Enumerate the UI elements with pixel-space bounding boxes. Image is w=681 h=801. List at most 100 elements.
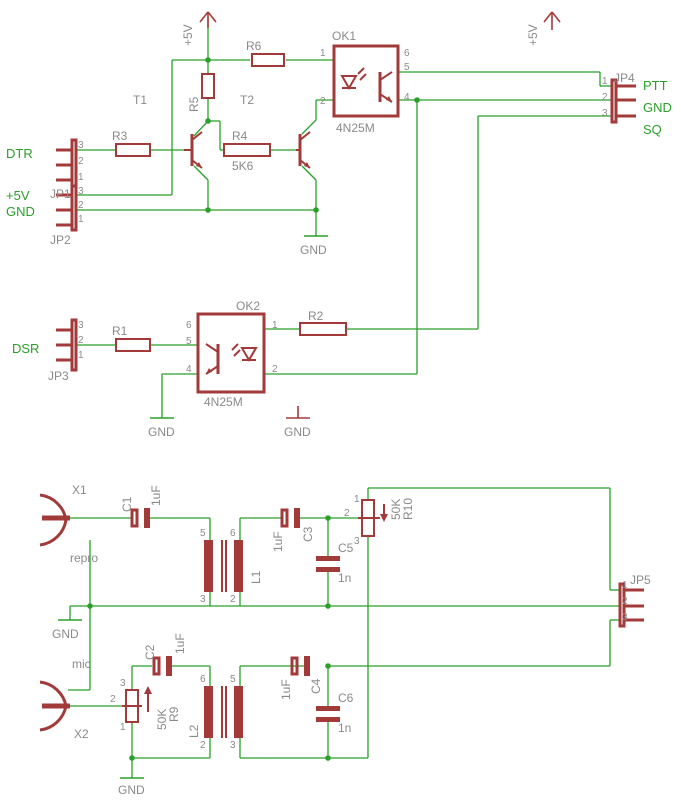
- jp2-pin-3: 3: [78, 186, 84, 197]
- c2-label: C2: [143, 644, 157, 660]
- junctions-bottom: [87, 515, 331, 761]
- header-jp2: [56, 184, 78, 232]
- vcc-symbol-1: [199, 11, 217, 28]
- l1-pin-6: 6: [230, 528, 236, 539]
- l2-pin-2: 2: [200, 740, 206, 751]
- dtr-label: DTR: [6, 146, 33, 161]
- repro-label: repro: [70, 551, 98, 565]
- ok1-pin-2: 2: [320, 96, 326, 107]
- resistor-r4: [223, 143, 271, 157]
- jp3-pin-2: 2: [78, 335, 84, 346]
- ptt-label: PTT: [643, 78, 668, 93]
- jp3-pin-3: 3: [78, 320, 84, 331]
- gnd-ok2-label: GND: [148, 425, 175, 439]
- r10-pin-1: 1: [354, 494, 360, 505]
- c4-label: C4: [309, 678, 323, 694]
- potentiometer-r9: [122, 686, 152, 723]
- c3-value: 1uF: [271, 531, 285, 552]
- capacitor-c2: [152, 656, 172, 676]
- r10-pin-2: 2: [344, 508, 350, 519]
- vcc-label-1: +5V: [181, 24, 195, 46]
- ok1-pin-1: 1: [320, 48, 326, 59]
- c5-value: 1n: [338, 571, 351, 585]
- r1-label: R1: [112, 324, 128, 338]
- capacitor-c5: [316, 556, 340, 572]
- ok2-label: OK2: [236, 299, 260, 313]
- plus5v-label: +5V: [6, 188, 30, 203]
- jp5-pin-2: 2: [622, 596, 628, 607]
- r2-label: R2: [308, 309, 324, 323]
- resistor-r5: [201, 73, 215, 99]
- header-jp3: [56, 318, 78, 372]
- ok1-pin-4: 4: [404, 92, 410, 103]
- l1-pin-2: 2: [230, 594, 236, 605]
- x2-label: X2: [74, 727, 89, 741]
- r9-pin-3: 3: [120, 678, 126, 689]
- gnd-jp4-label: GND: [643, 100, 672, 115]
- transistor-t1: [184, 131, 203, 169]
- vcc-label-2: +5V: [526, 24, 540, 46]
- resistor-r2: [299, 322, 347, 336]
- r10-pin-3: 3: [354, 536, 360, 547]
- c4-value: 1uF: [279, 679, 293, 700]
- resistor-r3: [115, 143, 151, 157]
- jp1-pin-3: 3: [78, 140, 84, 151]
- r9-value: 50K: [155, 709, 169, 730]
- resistor-r1: [115, 338, 151, 352]
- transistor-t2: [296, 131, 311, 169]
- jp3-pin-1: 1: [78, 350, 84, 361]
- optocoupler-ok2: [196, 312, 266, 394]
- jp2-pin-1: 1: [78, 214, 84, 225]
- ok1-pin-6: 6: [404, 48, 410, 59]
- ok2-pin-1: 1: [272, 320, 278, 331]
- header-jp1: [56, 138, 78, 188]
- l1-pin-3: 3: [200, 594, 206, 605]
- r10-value: 50K: [389, 499, 403, 520]
- jp5-pin-3: 3: [622, 612, 628, 623]
- gnd-left-label: GND: [6, 204, 35, 219]
- gnd-t2-label: GND: [300, 243, 327, 257]
- x1-label: X1: [72, 483, 87, 497]
- transformer-l1: [204, 540, 243, 592]
- r5-label: R5: [187, 96, 201, 112]
- l2-label: L2: [187, 724, 201, 738]
- c3-label: C3: [301, 526, 315, 542]
- c6-label: C6: [338, 691, 354, 705]
- r10-label: R10: [401, 498, 415, 520]
- optocoupler-ok1: [332, 44, 400, 118]
- r3-label: R3: [112, 129, 128, 143]
- l2-pin-6: 6: [200, 674, 206, 685]
- gnd-bottom-label: GND: [118, 783, 145, 797]
- jp5-label: JP5: [630, 573, 651, 587]
- c5-label: C5: [338, 541, 354, 555]
- potentiometer-r10: [358, 499, 388, 537]
- header-jp5: [618, 582, 644, 628]
- capacitor-c1: [130, 508, 150, 528]
- jp1-pin-1: 1: [78, 172, 84, 183]
- c6-value: 1n: [338, 721, 351, 735]
- l2-pin-3: 3: [230, 740, 236, 751]
- jp5-pin-1: 1: [622, 580, 628, 591]
- jp1-label: JP1: [50, 187, 71, 201]
- transformer-l2: [204, 686, 243, 738]
- jp1-pin-2: 2: [78, 156, 84, 167]
- sq-label: SQ: [643, 122, 662, 137]
- capacitor-c6: [316, 706, 340, 722]
- junctions-top: [205, 57, 420, 213]
- ok1-part: 4N25M: [336, 121, 375, 135]
- jp3-label: JP3: [48, 369, 69, 383]
- l2-pin-5: 5: [230, 674, 236, 685]
- r9-pin-2: 2: [110, 694, 116, 705]
- c2-value: 1uF: [173, 633, 187, 654]
- capacitor-c4: [290, 656, 310, 676]
- ok2-part: 4N25M: [204, 395, 243, 409]
- jp4-pin-1: 1: [602, 76, 608, 87]
- gnd-mid-label: GND: [52, 627, 79, 641]
- resistor-r6: [251, 53, 285, 67]
- t2-label: T2: [240, 93, 254, 107]
- l1-label: L1: [249, 570, 263, 584]
- r4-value: 5K6: [232, 159, 254, 173]
- c1-value: 1uF: [149, 485, 163, 506]
- l1-pin-5: 5: [200, 528, 206, 539]
- t1-label: T1: [133, 93, 147, 107]
